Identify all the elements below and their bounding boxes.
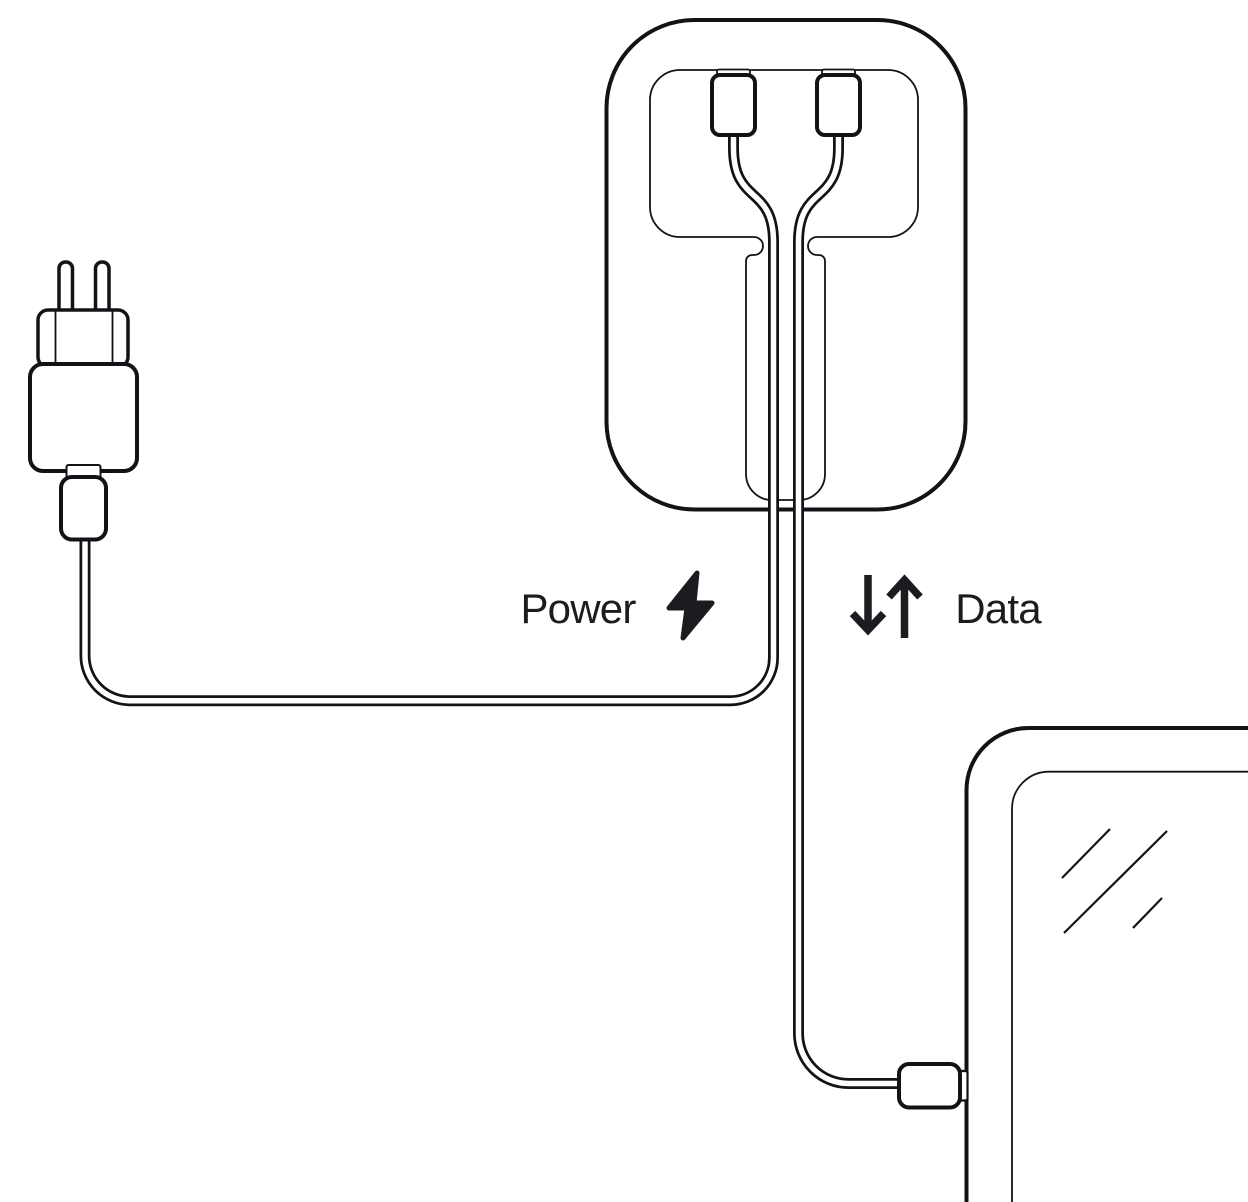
adapter-body [28, 362, 139, 473]
reflection-line-3 [1132, 897, 1163, 929]
up-arrow-head [886, 574, 923, 600]
tablet-outer-edge [964, 726, 1248, 1202]
hub-device-outline [604, 18, 968, 512]
hub-connectors [710, 68, 862, 137]
reflection-line-1 [1061, 828, 1111, 879]
power-cable-core [82, 130, 777, 704]
tablet-connector-body [897, 1062, 962, 1110]
labels: Power Data [520, 570, 1043, 641]
hub-device [604, 18, 968, 512]
reflection-line-2 [1063, 830, 1168, 934]
illustration-root: Power Data [28, 18, 1248, 1202]
screen-reflection-lines [1061, 828, 1168, 934]
plug-head [36, 308, 130, 369]
tablet-device [897, 726, 1248, 1202]
up-down-arrows-icon [849, 574, 923, 638]
tablet-screen-bezel [1011, 770, 1248, 1202]
power-label: Power [520, 585, 636, 632]
power-cable [79, 130, 779, 707]
plug-prong-right [93, 260, 111, 318]
power-connector-body [710, 73, 757, 137]
hub-cable-recess-outline [649, 69, 919, 501]
power-adapter [28, 260, 139, 542]
data-connector-body [815, 73, 862, 137]
plug-prong-left [57, 260, 75, 318]
down-arrow-head [849, 610, 887, 636]
lightning-bolt-icon [666, 570, 715, 641]
data-label: Data [955, 585, 1042, 632]
data-cable-core [795, 130, 908, 1087]
adapter-usb-connector [59, 475, 108, 542]
data-cable [793, 130, 908, 1089]
